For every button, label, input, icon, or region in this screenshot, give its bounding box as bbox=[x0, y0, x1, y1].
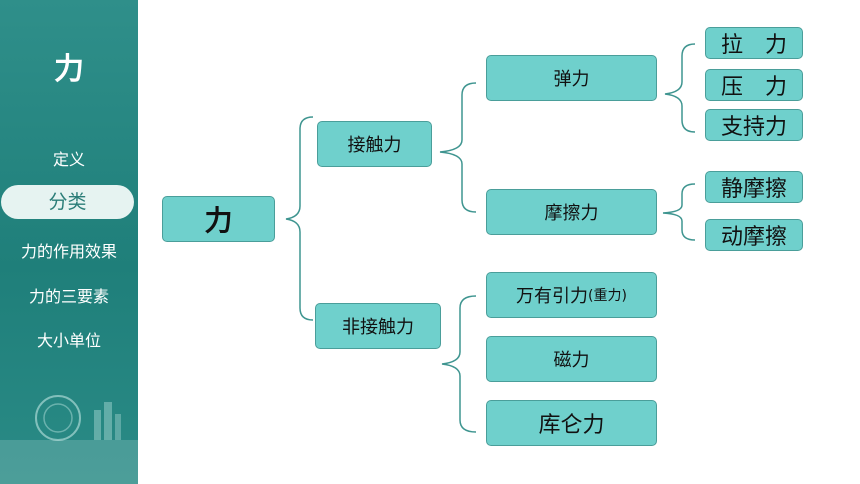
nav-item-three-elements[interactable]: 力的三要素 bbox=[28, 287, 109, 306]
node-friction-force: 摩擦力 bbox=[486, 189, 657, 235]
node-magnetic-force: 磁力 bbox=[486, 336, 657, 382]
node-kinetic-friction: 动摩擦 bbox=[705, 219, 803, 251]
gravitation-note: (重力) bbox=[588, 288, 627, 304]
nav-item-classification[interactable]: 分类 bbox=[1, 185, 134, 219]
nav-item-units[interactable]: 大小单位 bbox=[36, 331, 101, 350]
node-coulomb-force: 库仑力 bbox=[486, 400, 657, 446]
node-elastic-force: 弹力 bbox=[486, 55, 657, 101]
node-tension: 拉 力 bbox=[705, 27, 803, 59]
classification-diagram: 力 接触力 非接触力 弹力 摩擦力 万有引力(重力) 磁力 库仑力 拉 力 压 … bbox=[138, 0, 860, 484]
node-gravitation: 万有引力(重力) bbox=[486, 272, 657, 318]
node-noncontact-force: 非接触力 bbox=[315, 303, 441, 349]
sidebar: 力 定义 分类 力的作用效果 力的三要素 大小单位 bbox=[0, 0, 138, 484]
node-contact-force: 接触力 bbox=[317, 121, 432, 167]
node-pressure: 压 力 bbox=[705, 69, 803, 101]
node-static-friction: 静摩擦 bbox=[705, 171, 803, 203]
sidebar-title: 力 bbox=[54, 52, 84, 87]
nav-item-definition[interactable]: 定义 bbox=[52, 150, 85, 169]
nav-item-effects[interactable]: 力的作用效果 bbox=[20, 242, 117, 261]
node-support-force: 支持力 bbox=[705, 109, 803, 141]
city-globe-decoration bbox=[0, 395, 138, 484]
root-node-force: 力 bbox=[162, 196, 275, 242]
gravitation-label: 万有引力 bbox=[516, 286, 589, 307]
bracket-connectors bbox=[285, 43, 696, 433]
